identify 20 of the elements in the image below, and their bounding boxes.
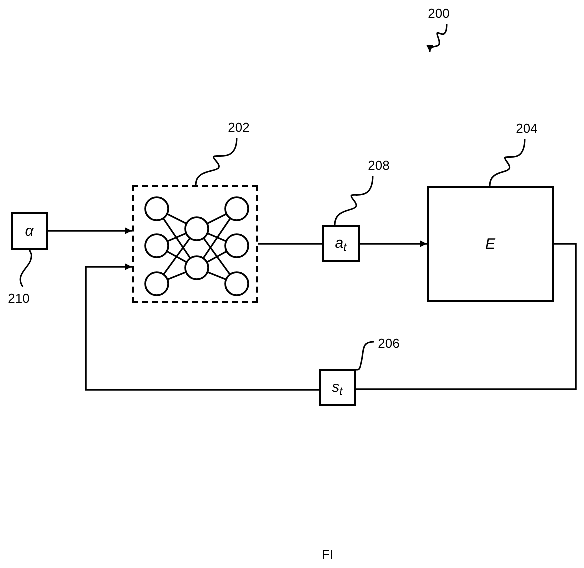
callout-number: 202: [224, 118, 254, 136]
callout-number: 206: [374, 334, 404, 352]
callout-number: 208: [364, 156, 394, 174]
callout-number: 200: [424, 4, 454, 22]
leader-line: [334, 176, 374, 226]
callout-number: 204: [512, 119, 542, 137]
leader-line: [489, 138, 526, 186]
callout-number: 210: [4, 289, 34, 307]
arrow: [48, 228, 132, 234]
arrow: [85, 264, 319, 391]
leader-line: [356, 341, 374, 371]
reference-arrow: [427, 24, 448, 52]
figure-label: FI: [322, 548, 334, 561]
process-box: a$_{t}$: [322, 225, 360, 262]
process-box: α: [11, 212, 48, 250]
process-box: E: [427, 186, 554, 302]
arrow: [360, 240, 427, 248]
process-box: s$_{t}$: [319, 369, 356, 406]
leader-line: [195, 138, 238, 186]
leader-line: [20, 250, 32, 288]
